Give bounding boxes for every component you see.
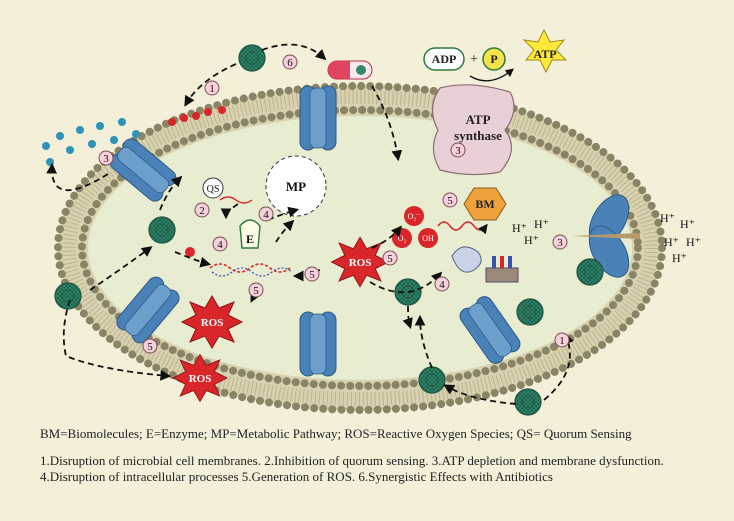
enzyme: E (239, 219, 261, 249)
inner-lipid-heads (78, 106, 642, 390)
step-badge: 3 (557, 237, 563, 249)
atp-label: ATP (533, 47, 556, 61)
adp-label: ADP (432, 52, 457, 66)
lipid-tails (62, 90, 658, 406)
atp-synthase-label-1: ATP (465, 112, 490, 127)
o2-label: O₂ (398, 234, 407, 243)
h-plus-label: H⁺ (672, 251, 687, 265)
step-badges: 1 6 3 2 4 4 5 5 5 5 4 3 3 5 1 (98, 54, 570, 354)
ros-label: ROS (189, 373, 212, 385)
o2-minus-label: O₂⁻ (408, 212, 421, 221)
step-badge: 5 (387, 253, 393, 265)
nanoparticle-icon (418, 366, 446, 394)
h-plus-label: H⁺ (660, 211, 675, 225)
step-badge: 6 (287, 57, 293, 69)
step-badge: 4 (439, 279, 445, 291)
step-badge: 5 (147, 341, 153, 353)
ros-label: ROS (349, 257, 372, 269)
nanoparticle-icon (576, 258, 604, 286)
biomolecule: BM (463, 187, 507, 221)
step-badge: 4 (217, 239, 223, 251)
radical-species: O₂⁻ O₂ OH (392, 206, 438, 248)
step-badge: 3 (103, 153, 109, 165)
plus-label: + (470, 52, 478, 67)
h-plus-label: H⁺ (686, 235, 701, 249)
bm-label: BM (475, 197, 494, 211)
membrane-channel-icon (299, 311, 337, 377)
ros-label: ROS (201, 317, 224, 329)
mp-label: MP (286, 179, 306, 194)
leaked-molecules (168, 106, 226, 126)
h-plus-label: H⁺ (512, 221, 527, 235)
membrane-channel-icon (299, 85, 337, 151)
molecule-dot (185, 247, 195, 257)
h-plus-label: H⁺ (534, 217, 549, 231)
p-label: P (490, 52, 497, 66)
legend-mechanisms: 1.Disruption of microbial cell membranes… (40, 453, 664, 484)
step-badge: 4 (263, 209, 269, 221)
dna-strand-icon (209, 263, 291, 273)
antibiotic-capsule-icon (327, 60, 373, 80)
oh-label: OH (422, 234, 434, 243)
released-ions (42, 118, 140, 166)
outer-lipid-heads (54, 82, 666, 414)
step-badge: 5 (447, 195, 453, 207)
step-badge: 1 (559, 335, 565, 347)
protons: H⁺ H⁺ H⁺ H⁺ H⁺ H⁺ H⁺ H⁺ (512, 211, 701, 265)
nanoparticle-icon (514, 388, 542, 416)
nanoparticle-icon (516, 298, 544, 326)
step-badge: 2 (199, 205, 205, 217)
atp-reaction: ADP + P ATP (423, 28, 568, 82)
ros-attack-arrow (437, 221, 488, 235)
dna-strand-icon (219, 196, 253, 204)
ribosome-icon (451, 246, 519, 283)
step-badge: 5 (253, 285, 259, 297)
quorum-sensing: QS (202, 177, 253, 204)
legend-abbreviations: BM=Biomolecules; E=Enzyme; MP=Metabolic … (40, 426, 632, 441)
h-plus-label: H⁺ (664, 235, 679, 249)
atp-synthase-label-2: synthase (454, 128, 502, 143)
step-badge: 3 (455, 145, 461, 157)
nanoparticle-icon (238, 44, 266, 72)
step-badge: 1 (209, 83, 215, 95)
nanoparticle-icon (148, 216, 176, 244)
atp-synthase-icon: ATP synthase (431, 84, 515, 176)
step-badge: 5 (309, 269, 315, 281)
qs-label: QS (207, 184, 220, 195)
metabolic-pathway: MP (265, 155, 327, 217)
h-plus-label: H⁺ (524, 233, 539, 247)
e-label: E (246, 232, 254, 246)
h-plus-label: H⁺ (680, 217, 695, 231)
dna-strand-icon (211, 267, 293, 277)
